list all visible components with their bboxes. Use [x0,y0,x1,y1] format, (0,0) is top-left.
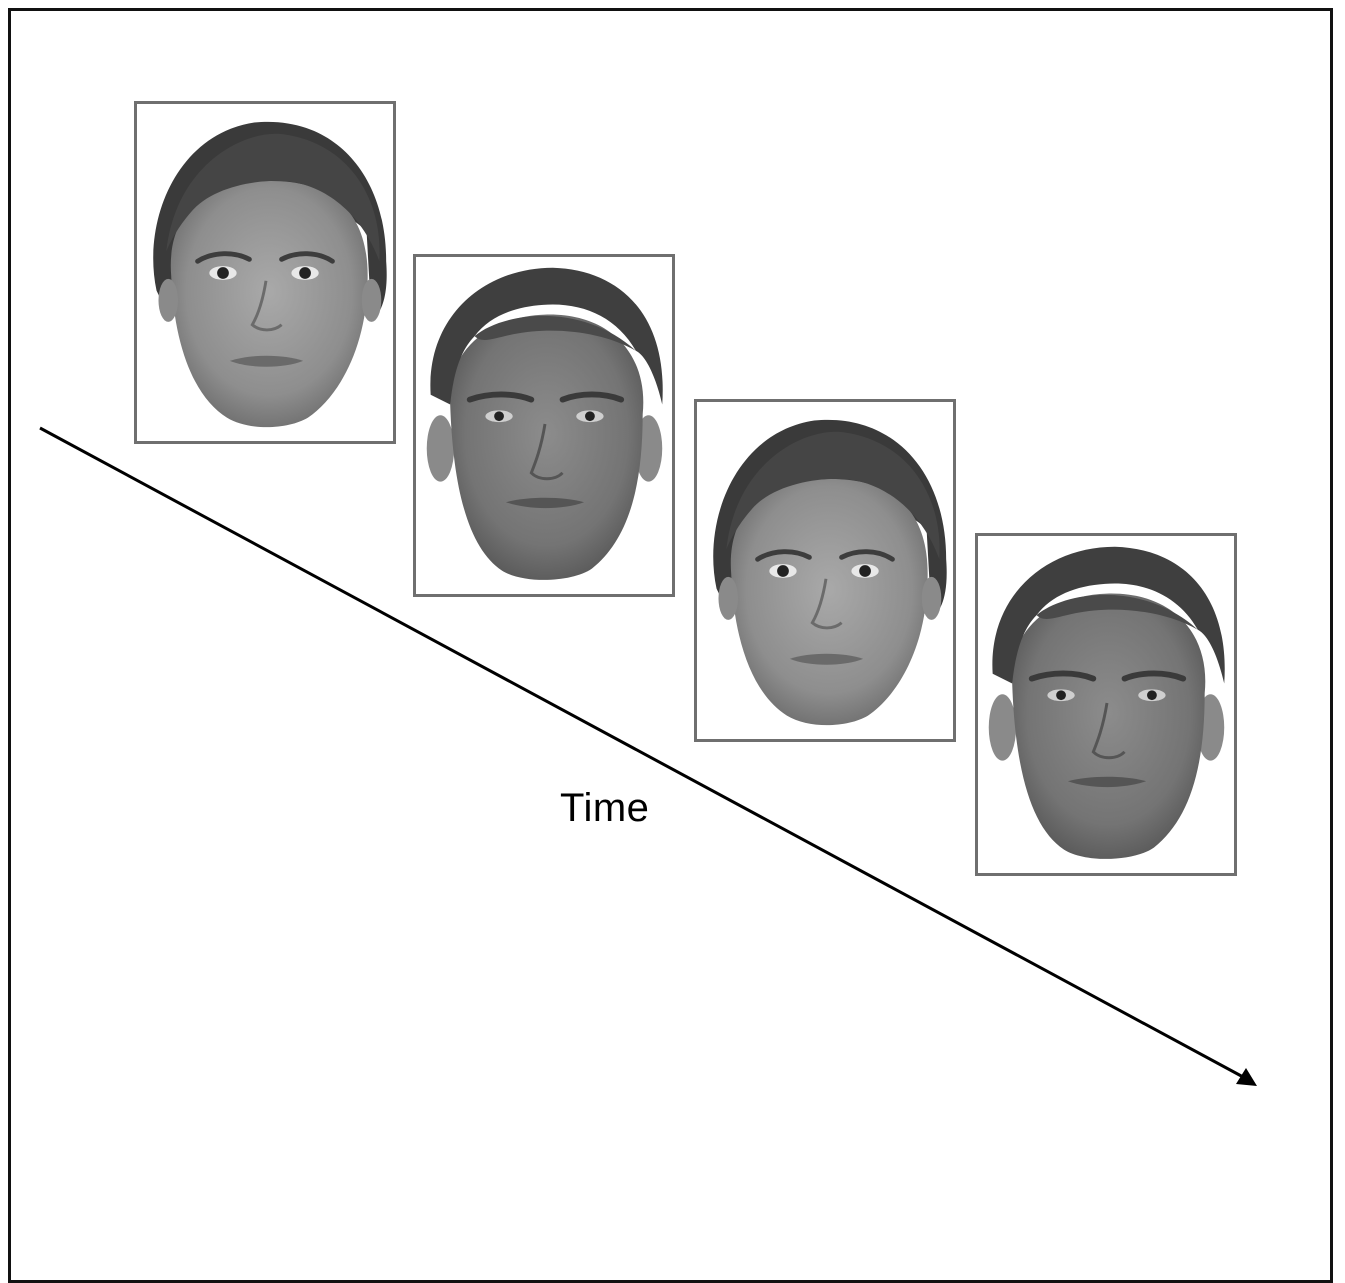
male-face-image [978,536,1234,873]
face-stimulus-3 [694,399,956,742]
face-stimulus-1 [134,101,396,444]
female-face-image [697,402,953,739]
face-stimulus-2 [413,254,675,597]
face-stimulus-4 [975,533,1237,876]
time-label: Time [560,786,650,830]
male-face-image [416,257,672,594]
female-face-image [137,104,393,441]
